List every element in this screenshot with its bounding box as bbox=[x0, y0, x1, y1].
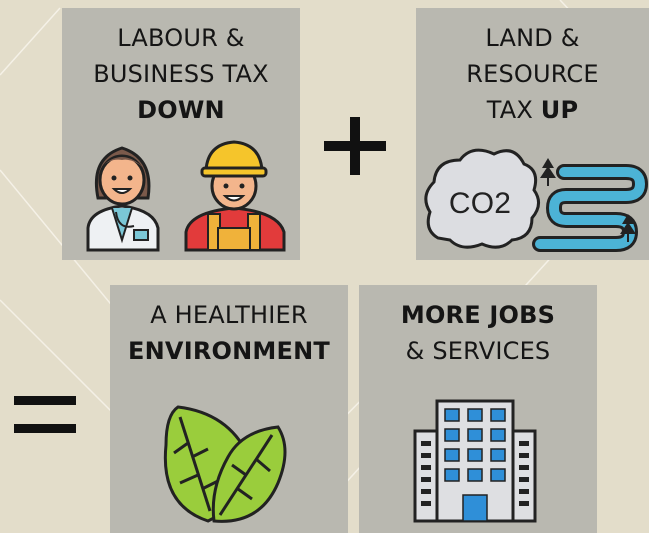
equals-sign-icon bbox=[14, 396, 76, 433]
labour-card-line1: LABOUR & bbox=[117, 24, 245, 52]
labour-tax-card: LABOUR & BUSINESS TAX DOWN bbox=[62, 8, 300, 260]
environment-card-line2: ENVIRONMENT bbox=[128, 337, 330, 365]
co2-label: CO2 bbox=[449, 187, 511, 220]
jobs-card-line2: & SERVICES bbox=[405, 337, 551, 365]
land-card-line2: RESOURCE bbox=[466, 60, 599, 88]
land-card-line1: LAND & bbox=[485, 24, 580, 52]
land-card-tax: TAX bbox=[486, 96, 541, 124]
office-building-icon bbox=[413, 399, 537, 523]
environment-card: A HEALTHIER ENVIRONMENT bbox=[110, 285, 348, 533]
doctor-icon bbox=[86, 146, 160, 252]
resources-illustration: CO2 bbox=[424, 148, 649, 252]
land-tax-card: LAND & RESOURCE TAX UP CO2 bbox=[416, 8, 649, 260]
construction-worker-icon bbox=[184, 140, 286, 252]
land-card-up: UP bbox=[540, 96, 579, 124]
workers-illustration bbox=[86, 140, 286, 252]
river-icon bbox=[532, 158, 649, 252]
co2-cloud-icon: CO2 bbox=[424, 148, 540, 249]
labour-card-line2: BUSINESS TAX bbox=[93, 60, 269, 88]
environment-card-line1: A HEALTHIER bbox=[150, 301, 308, 329]
jobs-card-line1: MORE JOBS bbox=[400, 301, 556, 329]
plus-sign-icon bbox=[324, 117, 386, 175]
labour-card-down: DOWN bbox=[137, 96, 225, 124]
leaves-icon bbox=[163, 405, 287, 523]
jobs-card: MORE JOBS & SERVICES bbox=[359, 285, 597, 533]
